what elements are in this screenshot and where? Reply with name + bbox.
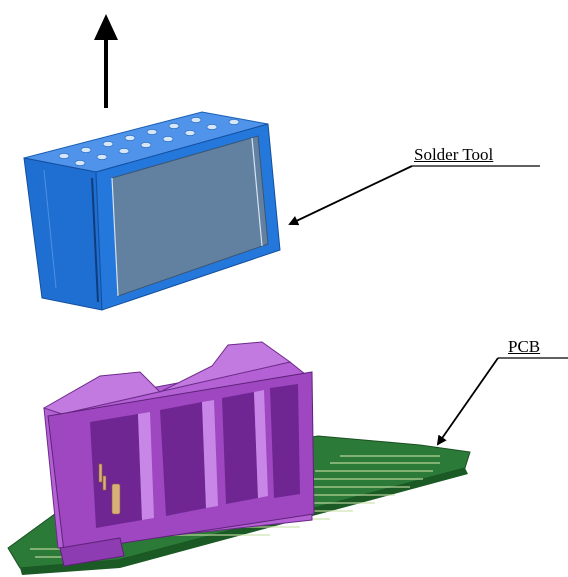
solder-tool-leader xyxy=(288,165,540,226)
tool-holes xyxy=(58,117,240,166)
solder-tool-label: Solder Tool xyxy=(414,145,494,164)
solder-tool xyxy=(23,111,281,311)
pcb-label: PCB xyxy=(508,337,541,356)
connector-housing xyxy=(42,341,315,567)
connector-openings xyxy=(90,384,300,528)
up-arrow-icon xyxy=(94,14,118,108)
pcb-leader xyxy=(436,357,568,446)
connector-pins xyxy=(98,463,121,515)
